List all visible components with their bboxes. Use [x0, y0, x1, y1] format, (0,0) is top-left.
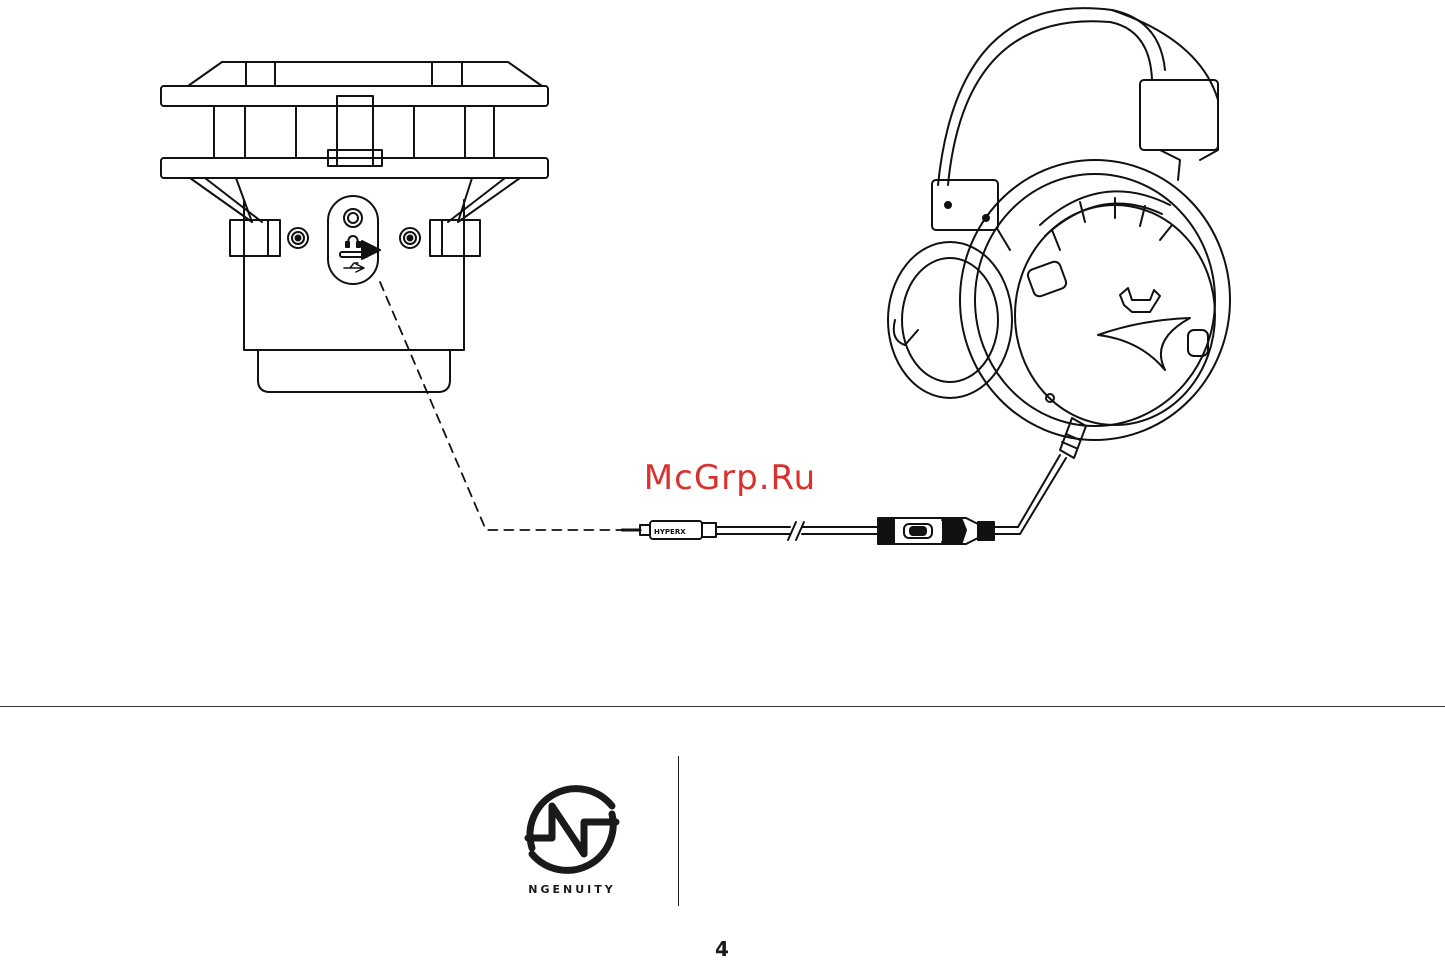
footer-separator [678, 756, 679, 906]
page-divider [0, 706, 1445, 707]
hyperx-logo-icon [1098, 288, 1190, 370]
usb-icon [344, 263, 364, 272]
page-number: 4 [700, 937, 744, 961]
plug-label: HYPERX [654, 528, 686, 536]
connection-illustration: HYPERX [0, 0, 1445, 700]
watermark-text: McGrp.Ru [620, 458, 840, 498]
headset-drawing [888, 8, 1230, 458]
microphone-drawing [161, 62, 548, 392]
ngenuity-logo-icon [518, 780, 626, 880]
ngenuity-logo-text: NGENUITY [508, 883, 636, 896]
connection-guide-line [380, 282, 620, 530]
